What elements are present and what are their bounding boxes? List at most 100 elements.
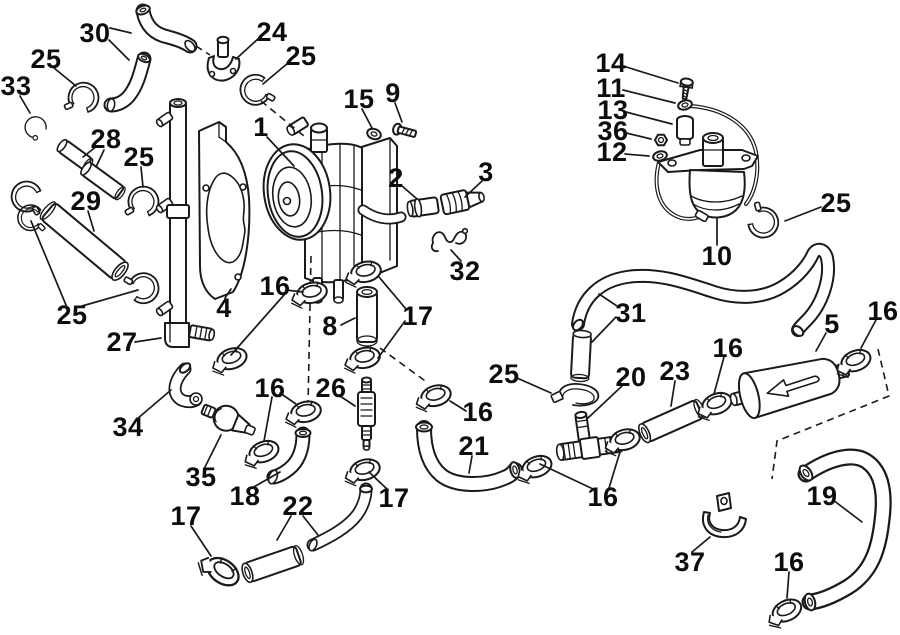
part-inline-filter-26 xyxy=(357,376,376,451)
leader-3 xyxy=(464,180,483,198)
part-clamp-16-c xyxy=(281,397,325,431)
part-hose-21 xyxy=(415,420,523,492)
part-hose-30-lower xyxy=(103,51,152,113)
part-tube-23 xyxy=(638,398,706,444)
leader-9 xyxy=(394,102,403,123)
callout-label-16-h: 16 xyxy=(712,333,743,363)
callout-label-37: 37 xyxy=(674,547,705,577)
callout-label-31: 31 xyxy=(615,298,646,328)
leader-17-c xyxy=(368,471,389,491)
callout-label-32: 32 xyxy=(449,256,480,286)
leader-13 xyxy=(625,111,673,125)
part-tube-8 xyxy=(356,286,378,347)
leader-16-e xyxy=(449,400,467,412)
callout-label-14: 14 xyxy=(595,48,626,78)
callout-label-16-f: 16 xyxy=(587,482,618,512)
leader-15 xyxy=(361,108,373,129)
leader-37 xyxy=(691,536,711,553)
leader-17-d xyxy=(190,525,212,557)
callout-label-16-b: 16 xyxy=(254,373,285,403)
part-clamp-16-e xyxy=(411,381,455,415)
part-nipple-2 xyxy=(406,196,440,218)
leader-16-b xyxy=(263,392,297,442)
leader-2 xyxy=(401,185,418,200)
callout-label-18: 18 xyxy=(229,481,260,511)
callout-label-20: 20 xyxy=(615,362,646,392)
leader-21 xyxy=(468,455,473,474)
part-fuel-filter-5 xyxy=(729,357,851,420)
leader-25-c xyxy=(140,166,144,188)
leader-16-a xyxy=(230,289,304,356)
leader-25-a xyxy=(262,62,289,85)
part-tube-31-end xyxy=(570,329,592,383)
callout-label-16-i: 16 xyxy=(867,296,898,326)
parts-layer xyxy=(6,3,892,633)
part-connector-3 xyxy=(439,189,485,216)
callout-label-24: 24 xyxy=(256,17,287,47)
leader-8 xyxy=(340,317,356,326)
leader-1 xyxy=(266,136,295,167)
leader-19 xyxy=(832,499,863,523)
leader-16-fg xyxy=(539,451,621,490)
part-clamp-16-a xyxy=(287,278,331,312)
callout-labels: 30 24 25 25 33 28 25 29 15 9 1 2 3 14 11… xyxy=(0,17,898,577)
part-tube-22-a xyxy=(241,545,305,584)
part-cap-13 xyxy=(676,115,694,146)
part-washer-11 xyxy=(677,99,693,111)
part-clamp-16-b xyxy=(206,343,252,379)
part-solenoid-10 xyxy=(654,104,760,223)
callout-label-5: 5 xyxy=(824,309,840,339)
callout-label-17-c: 17 xyxy=(378,483,409,513)
leader-23 xyxy=(670,380,676,407)
leader-14 xyxy=(622,65,679,84)
callout-label-21: 21 xyxy=(458,431,489,461)
callout-label-4: 4 xyxy=(216,293,232,323)
callout-label-1: 1 xyxy=(253,112,269,142)
callout-label-17-d: 17 xyxy=(170,501,201,531)
part-wire-clip-32 xyxy=(430,227,469,253)
callout-label-35: 35 xyxy=(185,462,216,492)
leader-25-b xyxy=(53,67,77,87)
callout-label-25-a: 25 xyxy=(285,41,316,71)
leader-36 xyxy=(625,132,652,140)
callout-label-8: 8 xyxy=(322,311,338,341)
callout-label-15: 15 xyxy=(343,84,374,114)
leader-25-f xyxy=(516,377,552,394)
callout-label-13: 13 xyxy=(597,95,628,125)
leader-4 xyxy=(224,288,232,299)
leader-34 xyxy=(136,389,172,420)
leader-30 xyxy=(108,27,132,61)
leader-26 xyxy=(339,395,356,407)
part-screw-9 xyxy=(392,122,418,138)
callout-label-25-f: 25 xyxy=(488,359,519,389)
leader-33 xyxy=(19,95,31,114)
callout-label-9: 9 xyxy=(385,78,401,108)
leader-12 xyxy=(624,153,650,157)
callout-label-2: 2 xyxy=(388,163,404,193)
callout-label-16-e: 16 xyxy=(462,397,493,427)
callout-label-10: 10 xyxy=(701,241,732,271)
dash-column-to-clamp xyxy=(379,347,429,384)
part-spring-clamp-25-c xyxy=(122,181,164,225)
callout-label-11: 11 xyxy=(596,73,626,103)
part-screw-14 xyxy=(679,77,694,101)
part-clamp-17-b xyxy=(340,343,384,377)
callout-label-25-d: 25 xyxy=(820,188,851,218)
part-retainer-clip-33 xyxy=(24,116,47,141)
callout-label-17-a: 17 xyxy=(402,301,433,331)
leader-28 xyxy=(82,145,105,168)
part-elbow-27 xyxy=(164,322,216,348)
part-clamp-bracket-37 xyxy=(702,492,747,539)
part-fitting-24 xyxy=(206,35,241,82)
part-spring-clamp-25-g xyxy=(738,198,786,245)
leader-25-d xyxy=(784,206,822,222)
leader-35 xyxy=(204,434,222,468)
callout-label-25-e: 25 xyxy=(56,300,87,330)
part-tube-29 xyxy=(39,201,129,282)
callout-label-16-a: 16 xyxy=(259,271,290,301)
leader-25-e xyxy=(30,220,139,307)
callout-label-22: 22 xyxy=(282,491,313,521)
callout-label-36: 36 xyxy=(597,116,628,146)
part-tube-vertical xyxy=(155,98,190,332)
